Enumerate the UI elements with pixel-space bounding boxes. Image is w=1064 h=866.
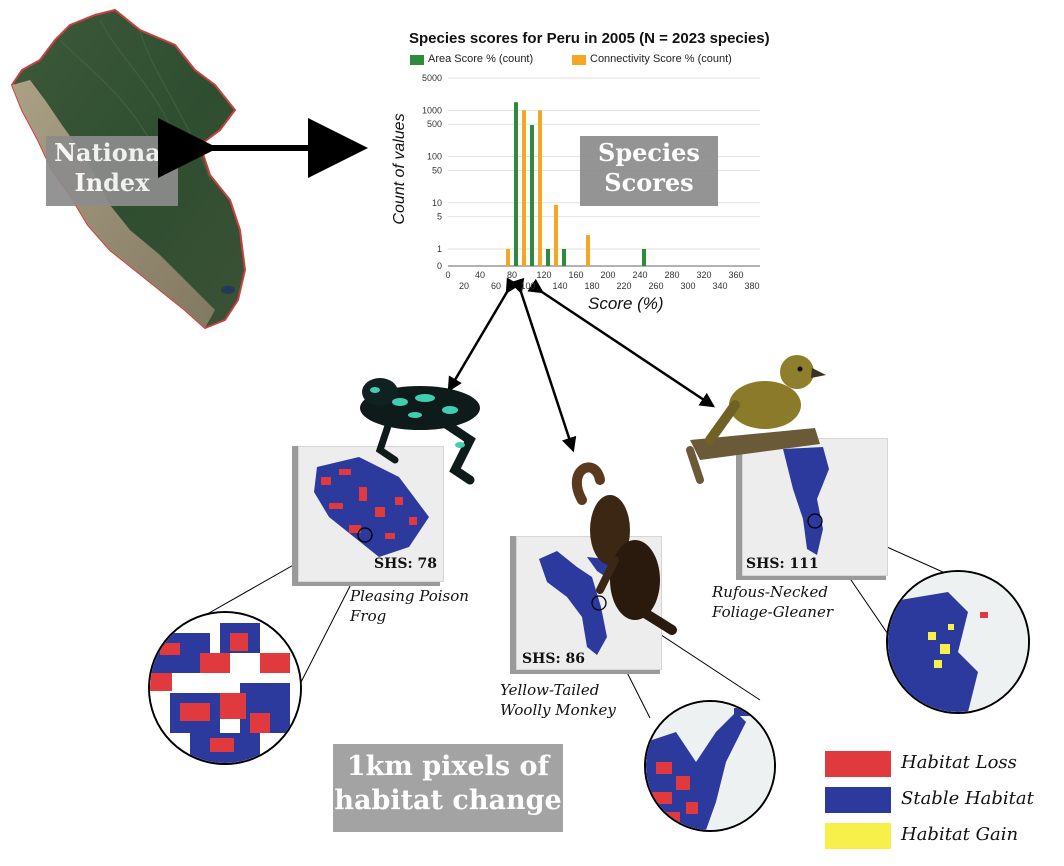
y-tick-label: 5000 <box>422 73 442 83</box>
x-tick-label: 340 <box>712 281 727 291</box>
chart-y-title: Count of values <box>391 113 408 225</box>
legend-swatch-stable-habitat <box>825 787 891 813</box>
pixels-of-habitat-change-label: 1km pixels of habitat change <box>333 744 563 832</box>
legend-connectivity-label: Connectivity Score % (count) <box>590 53 732 65</box>
area-score-bar <box>530 125 534 266</box>
y-tick-label: 5 <box>437 212 442 222</box>
x-tick-label: 200 <box>600 270 615 280</box>
monkey-shs-score: SHS: 86 <box>522 651 585 667</box>
frog-species-name: Pleasing Poison Frog <box>350 587 469 626</box>
y-tick-label: 100 <box>427 152 442 162</box>
y-tick-label: 1000 <box>422 105 442 115</box>
bird-range-map <box>742 438 888 576</box>
x-tick-label: 180 <box>584 281 599 291</box>
x-tick-label: 240 <box>632 270 647 280</box>
y-tick-label: 1 <box>437 244 442 254</box>
legend-habitat-gain-label: Habitat Gain <box>901 824 1019 845</box>
arrow-to-monkey <box>509 277 577 453</box>
x-tick-label: 40 <box>475 270 485 280</box>
chart-x-title: Score (%) <box>588 294 664 313</box>
arrow-to-frog <box>447 277 520 393</box>
connectivity-score-bar <box>554 204 558 266</box>
x-tick-label: 220 <box>616 281 631 291</box>
x-tick-label: 320 <box>696 270 711 280</box>
legend-swatch-habitat-loss <box>825 751 891 777</box>
area-score-bar <box>642 249 646 266</box>
x-tick-label: 120 <box>536 270 551 280</box>
x-tick-label: 280 <box>664 270 679 280</box>
connectivity-score-bar <box>586 235 590 266</box>
connectivity-score-bar <box>522 110 526 266</box>
x-tick-label: 20 <box>459 281 469 291</box>
monkey-range-map <box>516 536 662 670</box>
x-tick-label: 160 <box>568 270 583 280</box>
y-tick-label: 500 <box>427 119 442 129</box>
bird-species-name: Rufous-Necked Foliage-Gleaner <box>712 583 834 622</box>
legend-swatch-area <box>410 55 424 65</box>
x-tick-label: 0 <box>445 270 450 280</box>
connectivity-score-bar <box>506 249 510 266</box>
bird-zoom-circle <box>886 570 1030 714</box>
x-tick-label: 360 <box>728 270 743 280</box>
x-tick-label: 260 <box>648 281 663 291</box>
legend-swatch-habitat-gain <box>825 823 891 849</box>
species-scores-label: Species Scores <box>580 136 718 206</box>
y-tick-label: 10 <box>432 198 442 208</box>
monkey-zoom-circle <box>644 700 776 832</box>
frog-shs-score: SHS: 78 <box>374 556 437 572</box>
area-score-bar <box>514 102 518 266</box>
x-tick-label: 140 <box>552 281 567 291</box>
x-tick-label: 80 <box>507 270 517 280</box>
frog-zoom-circle <box>148 611 302 765</box>
x-tick-label: 100 <box>520 281 535 291</box>
frog-range-map <box>298 446 444 582</box>
chart-title: Species scores for Peru in 2005 (N = 202… <box>409 30 770 47</box>
x-tick-label: 380 <box>744 281 759 291</box>
national-index-label: National Index <box>46 136 178 206</box>
x-tick-label: 300 <box>680 281 695 291</box>
area-score-bar <box>546 249 550 266</box>
legend-swatch-connectivity <box>572 55 586 65</box>
chart-legend: Area Score % (count) Connectivity Score … <box>410 52 790 68</box>
legend-habitat-loss-label: Habitat Loss <box>901 752 1017 773</box>
connectivity-score-bar <box>538 110 542 266</box>
legend-area-label: Area Score % (count) <box>428 53 534 65</box>
x-tick-label: 60 <box>491 281 501 291</box>
y-tick-label: 50 <box>432 165 442 175</box>
monkey-species-name: Yellow-Tailed Woolly Monkey <box>500 681 616 720</box>
y-tick-label: 0 <box>437 261 442 271</box>
area-score-bar <box>562 249 566 266</box>
legend-stable-habitat-label: Stable Habitat <box>901 788 1034 809</box>
bird-shs-score: SHS: 111 <box>746 556 819 572</box>
habitat-legend: Habitat Loss Stable Habitat Habitat Gain <box>825 751 1055 851</box>
